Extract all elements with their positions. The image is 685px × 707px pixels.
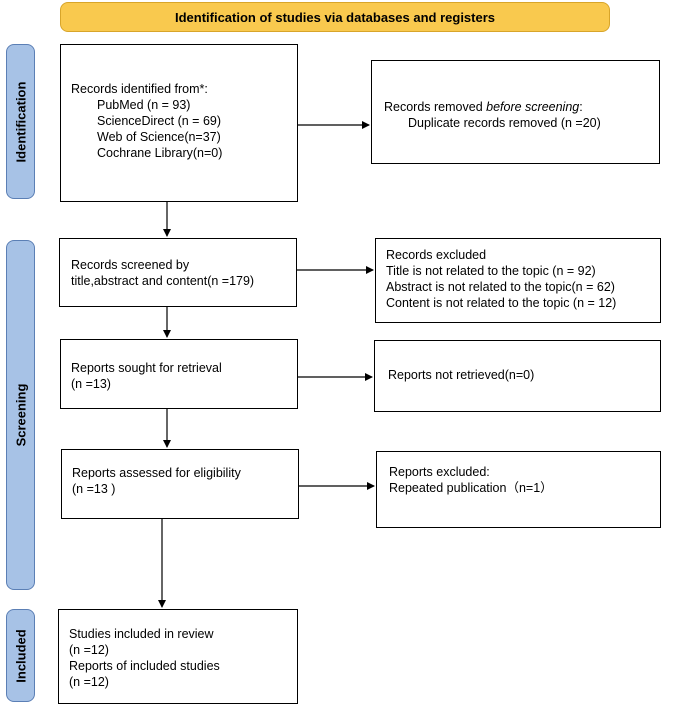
included-line-3: Reports of included studies	[69, 659, 220, 673]
excluded-title-reason: Title is not related to the topic (n = 9…	[386, 264, 596, 278]
records-excluded-box: Records excluded Title is not related to…	[375, 238, 661, 323]
reports-excluded-title: Reports excluded:	[389, 465, 490, 479]
phase-screening: Screening	[6, 240, 35, 590]
diagram-header: Identification of studies via databases …	[60, 2, 610, 32]
excluded-title: Records excluded	[386, 248, 487, 262]
reports-excluded-box: Reports excluded: Repeated publication（n…	[376, 451, 661, 528]
records-removed-title: Records removed before screening:	[384, 99, 659, 115]
sought-line-1: Reports sought for retrieval	[71, 361, 222, 375]
records-identified-box: Records identified from*: PubMed (n = 93…	[60, 44, 298, 202]
studies-included-box: Studies included in review (n =12) Repor…	[58, 609, 298, 704]
removed-title-emphasis: before screening	[486, 100, 580, 114]
phase-identification: Identification	[6, 44, 35, 199]
records-removed-box: Records removed before screening: Duplic…	[371, 60, 660, 164]
reports-excluded-line: Repeated publication（n=1）	[389, 481, 553, 495]
screened-line-2: title,abstract and content(n =179)	[71, 274, 255, 288]
source-pubmed: PubMed (n = 93)	[97, 98, 191, 112]
duplicates-removed: Duplicate records removed (n =20)	[408, 116, 601, 130]
excluded-abstract-reason: Abstract is not related to the topic(n =…	[386, 280, 615, 294]
source-web-of-science: Web of Science(n=37)	[97, 130, 221, 144]
removed-title-prefix: Records removed	[384, 100, 487, 114]
excluded-content-reason: Content is not related to the topic (n =…	[386, 296, 617, 310]
included-line-2: (n =12)	[69, 643, 109, 657]
records-screened-box: Records screened by title,abstract and c…	[59, 238, 297, 307]
phase-included: Included	[6, 609, 35, 702]
assessed-line-1: Reports assessed for eligibility	[72, 466, 241, 480]
removed-title-suffix: :	[579, 100, 583, 114]
assessed-line-2: (n =13 )	[72, 482, 116, 496]
reports-not-retrieved-box: Reports not retrieved(n=0)	[374, 340, 661, 412]
reports-sought-box: Reports sought for retrieval (n =13)	[60, 339, 298, 409]
screened-line-1: Records screened by	[71, 258, 190, 272]
included-line-1: Studies included in review	[69, 627, 214, 641]
included-line-4: (n =12)	[69, 675, 109, 689]
not-retrieved-line: Reports not retrieved(n=0)	[388, 368, 535, 382]
records-identified-title: Records identified from*:	[71, 82, 208, 96]
sought-line-2: (n =13)	[71, 377, 111, 391]
header-title: Identification of studies via databases …	[174, 9, 496, 25]
reports-assessed-box: Reports assessed for eligibility (n =13 …	[61, 449, 299, 519]
source-cochrane: Cochrane Library(n=0)	[97, 146, 223, 160]
source-sciencedirect: ScienceDirect (n = 69)	[97, 114, 222, 128]
